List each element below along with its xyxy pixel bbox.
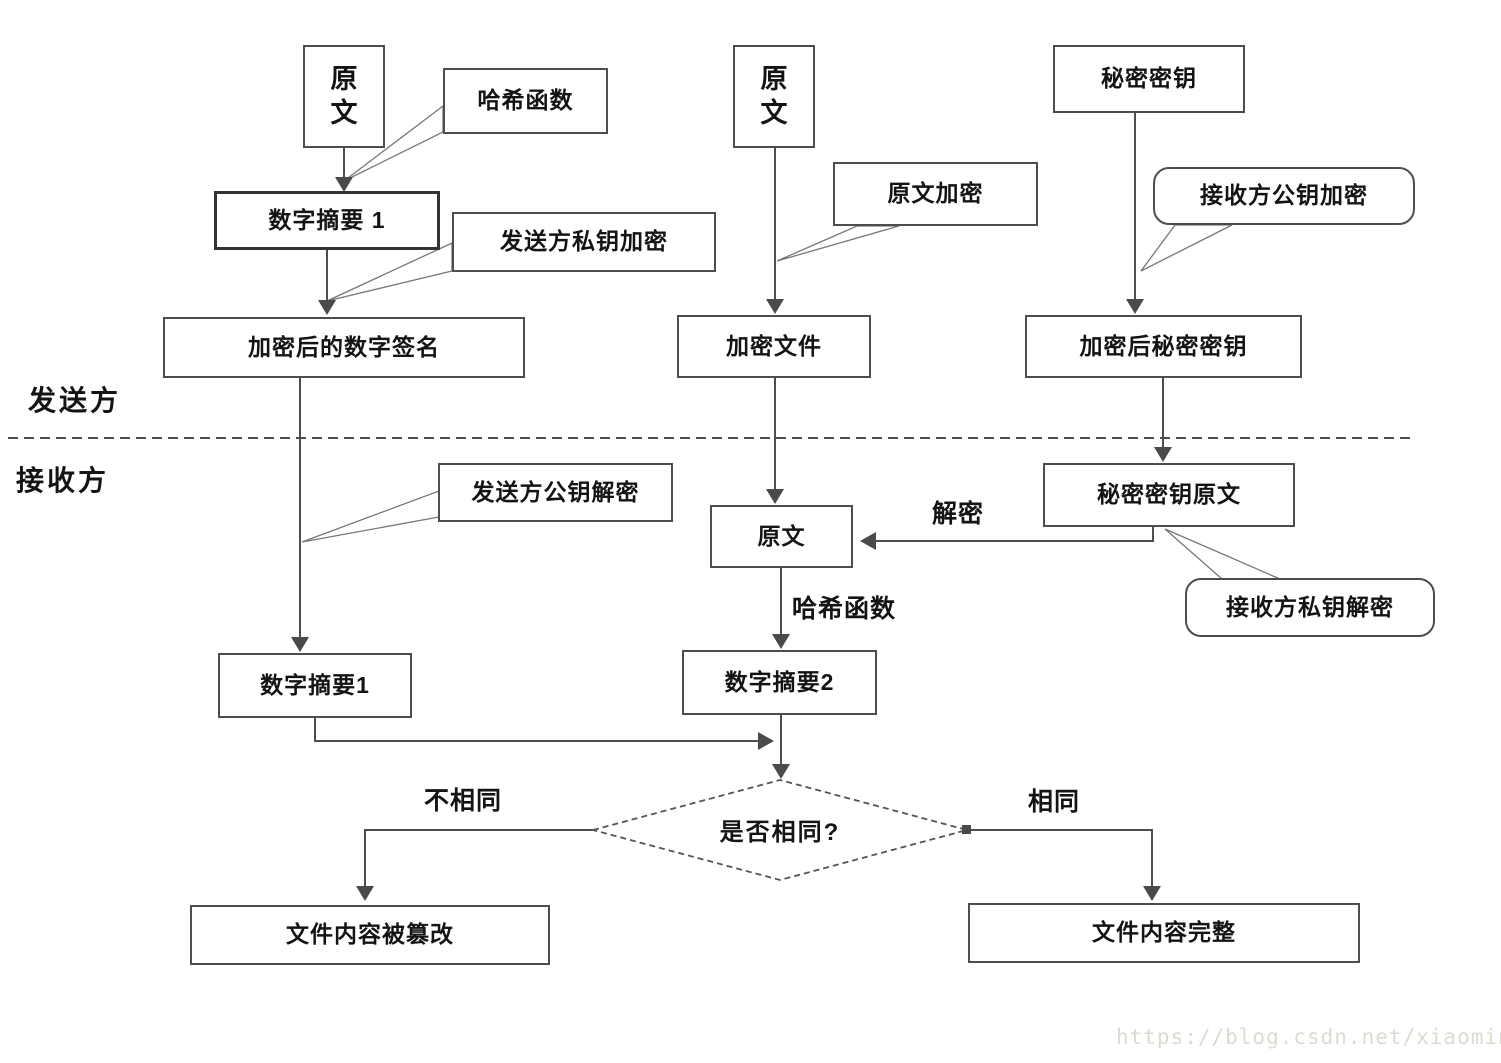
node-secret-key: 秘密密钥 [1053,45,1245,113]
node-encrypted-signature: 加密后的数字签名 [163,317,525,378]
node-original-1: 原 文 [303,45,385,148]
node-encrypted-file: 加密文件 [677,315,871,378]
compare-diamond-label: 是否相同? [719,819,841,846]
node-encrypted-secret-key: 加密后秘密密钥 [1025,315,1302,378]
callout-receiver-public-encrypt: 接收方公钥加密 [1153,167,1415,225]
watermark-url: https://blog.csdn.net/xiaoming100001 [1116,1025,1501,1049]
sender-region-label: 发送方 [28,385,122,416]
not-same-branch-label: 不相同 [424,787,503,815]
diamond-right-junction-dot [962,825,971,834]
callout-hash-function: 哈希函数 [443,68,608,134]
node-file-tampered: 文件内容被篡改 [190,905,550,965]
original-encrypt-callout-tail [776,225,900,262]
receiver-public-callout-tail [1140,224,1233,272]
node-secret-key-original: 秘密密钥原文 [1043,463,1295,527]
hash-function-edge-label: 哈希函数 [792,595,897,623]
node-digest1-top: 数字摘要 1 [214,191,440,250]
node-digest2: 数字摘要2 [682,650,877,715]
node-original-3: 原文 [710,505,853,568]
compare-diamond-shape [589,779,971,881]
callout-receiver-private-decrypt: 接收方私钥解密 [1185,578,1435,637]
sender-private-callout-tail [326,241,453,302]
callout-original-encrypt: 原文加密 [833,162,1038,226]
node-file-intact: 文件内容完整 [968,903,1360,963]
receiver-region-label: 接收方 [16,465,110,496]
node-digest1-bottom: 数字摘要1 [218,653,412,718]
node-original-2: 原 文 [733,45,815,148]
callout-sender-private-encrypt: 发送方私钥加密 [452,212,716,272]
decrypt-edge-label: 解密 [932,500,985,528]
callout-sender-public-decrypt: 发送方公钥解密 [438,463,673,522]
same-branch-label: 相同 [1028,788,1081,816]
sender-public-callout-tail [301,490,440,543]
receiver-private-callout-tail [1164,528,1281,580]
